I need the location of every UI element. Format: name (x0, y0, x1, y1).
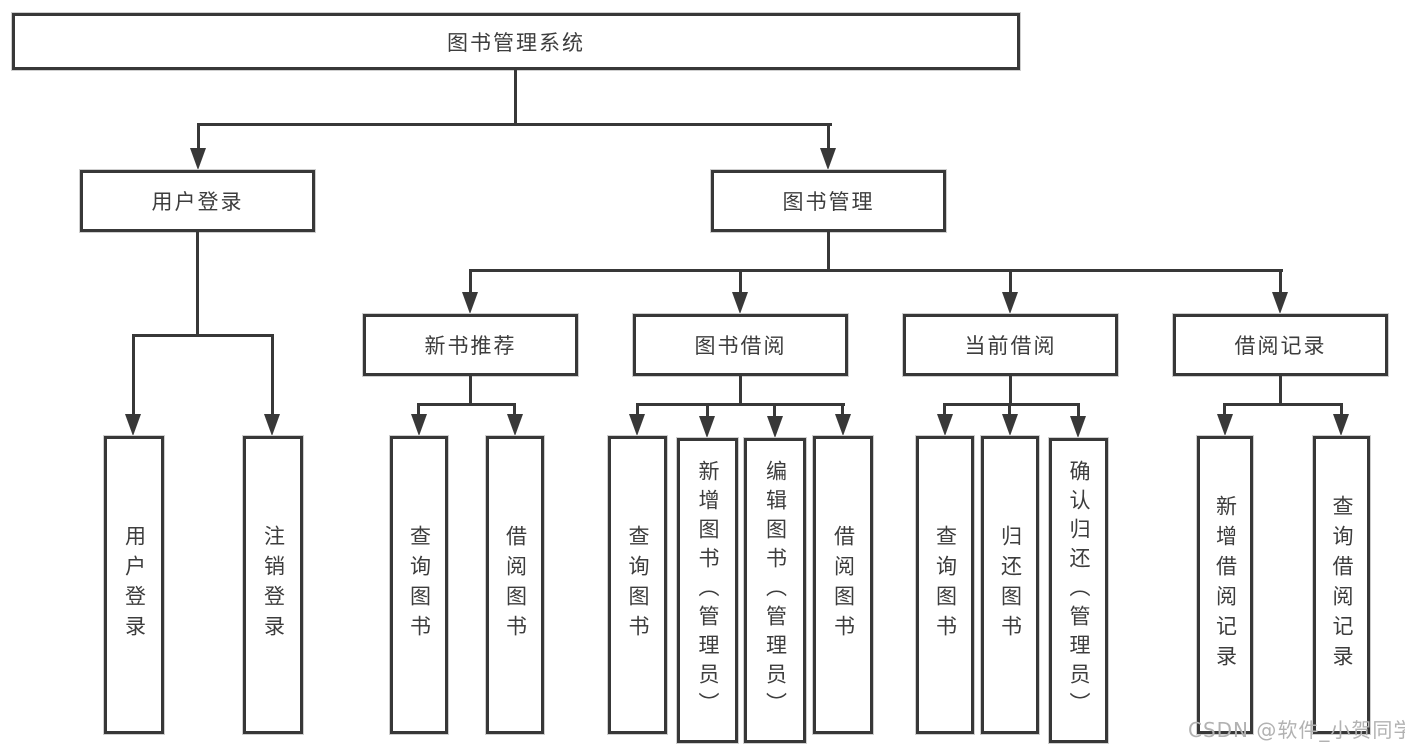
arrowhead-g3-3 (767, 416, 783, 438)
node-borrow-records: 借阅记录 (1173, 314, 1388, 376)
leaf-logout-label: 注销登录 (261, 525, 286, 645)
connector-user-login-rail (132, 334, 274, 337)
connector-g5-stub-1 (1223, 403, 1226, 416)
leaf-rec-borrow-books: 借阅图书 (486, 436, 544, 734)
leaf-borrow-query-books-label: 查询图书 (626, 525, 650, 645)
connector-g4-rail (943, 403, 1080, 406)
connector-g2-rail (417, 403, 516, 406)
connector-g3-stub-3 (773, 403, 776, 416)
node-user-login-label: 用户登录 (151, 190, 244, 214)
arrowhead-book-borrow (732, 292, 748, 314)
connector-g2-stub-2 (513, 403, 516, 416)
connector-g4-stub-3 (1077, 403, 1080, 416)
connector-user-login-trunk (196, 231, 199, 337)
leaf-add-borrow-record-label: 新增借阅记录 (1213, 495, 1238, 675)
leaf-query-borrow-record-label: 查询借阅记录 (1330, 495, 1354, 675)
connector-g2-stub-1 (417, 403, 420, 416)
leaf-confirm-return-admin-label: 确认归还（管理员） (1067, 460, 1091, 721)
connector-g3-trunk (739, 375, 742, 406)
node-book-mgmt-label: 图书管理 (782, 190, 875, 214)
leaf-current-query-books: 查询图书 (916, 436, 974, 734)
leaf-logout: 注销登录 (243, 436, 303, 734)
arrowhead-g5-2 (1333, 414, 1349, 436)
leaf-edit-books-admin-label: 编辑图书（管理员） (763, 460, 788, 721)
leaf-current-query-books-label: 查询图书 (933, 525, 958, 645)
node-borrow-records-label: 借阅记录 (1234, 334, 1327, 358)
arrowhead-g4-2 (1002, 414, 1018, 436)
leaf-confirm-return-admin: 确认归还（管理员） (1049, 438, 1108, 743)
leaf-return-books-label: 归还图书 (998, 525, 1023, 645)
node-current-borrow-label: 当前借阅 (964, 334, 1057, 358)
arrowhead-g4-1 (937, 414, 953, 436)
leaf-rec-query-books-label: 查询图书 (407, 525, 432, 645)
connector-g5-stub-2 (1340, 403, 1343, 416)
connector-stub-borrow-records (1279, 269, 1282, 292)
connector-g3-stub-2 (706, 403, 709, 416)
node-book-borrow-label: 图书借阅 (694, 334, 787, 358)
leaf-query-borrow-record: 查询借阅记录 (1313, 436, 1370, 734)
leaf-return-books: 归还图书 (981, 436, 1039, 734)
leaf-add-borrow-record: 新增借阅记录 (1197, 436, 1253, 734)
node-book-borrow: 图书借阅 (633, 314, 848, 376)
leaf-user-login: 用户登录 (104, 436, 164, 734)
arrowhead-new-book (462, 292, 478, 314)
arrowhead-borrow-records (1272, 292, 1288, 314)
connector-g3-stub-4 (841, 403, 844, 416)
arrowhead-current-borrow (1002, 292, 1018, 314)
arrowhead-g3-2 (699, 416, 715, 438)
node-book-mgmt: 图书管理 (711, 170, 946, 232)
arrowhead-g3-4 (835, 414, 851, 436)
leaf-add-books-admin: 新增图书（管理员） (677, 438, 738, 743)
node-root: 图书管理系统 (12, 13, 1020, 70)
arrowhead-g4-3 (1070, 416, 1086, 438)
arrowhead-g2-2 (507, 414, 523, 436)
connector-g4-stub-1 (943, 403, 946, 416)
connector-book-mgmt-trunk (827, 231, 830, 272)
node-new-book-recommend-label: 新书推荐 (424, 334, 517, 358)
connector-stub-book-borrow (739, 269, 742, 292)
leaf-borrow-query-books: 查询图书 (608, 436, 667, 734)
connector-stub-book-mgmt (827, 123, 830, 151)
leaf-borrow-books: 借阅图书 (813, 436, 873, 734)
connector-g4-trunk (1009, 375, 1012, 406)
leaf-borrow-books-label: 借阅图书 (831, 525, 856, 645)
node-root-label: 图书管理系统 (447, 30, 585, 55)
connector-g2-trunk (469, 375, 472, 406)
leaf-rec-borrow-books-label: 借阅图书 (503, 525, 528, 645)
connector-g4-stub-2 (1008, 403, 1011, 416)
connector-stub-current-borrow (1009, 269, 1012, 292)
leaf-user-login-label: 用户登录 (122, 525, 147, 645)
connector-stub-user-login (197, 123, 200, 151)
connector-g3-rail (636, 403, 845, 406)
csdn-watermark: CSDN @软件_小贺同学 (1188, 718, 1405, 742)
connector-g5-rail (1223, 403, 1343, 406)
connector-level2-rail (197, 123, 832, 126)
connector-g3-stub-1 (636, 403, 639, 416)
connector-g5-trunk (1279, 375, 1282, 406)
node-current-borrow: 当前借阅 (903, 314, 1118, 376)
arrowhead-user-login (190, 148, 206, 170)
connector-stub-leaf-user-login (132, 334, 135, 416)
arrowhead-leaf-logout (264, 414, 280, 436)
arrowhead-g5-1 (1217, 414, 1233, 436)
leaf-edit-books-admin: 编辑图书（管理员） (744, 438, 806, 743)
leaf-add-books-admin-label: 新增图书（管理员） (696, 460, 720, 721)
arrowhead-leaf-user-login (125, 414, 141, 436)
arrowhead-g2-1 (411, 414, 427, 436)
arrowhead-g3-1 (629, 414, 645, 436)
leaf-rec-query-books: 查询图书 (390, 436, 448, 734)
node-user-login: 用户登录 (80, 170, 315, 232)
connector-stub-leaf-logout (271, 334, 274, 416)
node-new-book-recommend: 新书推荐 (363, 314, 578, 376)
arrowhead-book-mgmt (820, 148, 836, 170)
connector-stub-new-book (469, 269, 472, 292)
connector-level3-rail (469, 269, 1283, 272)
connector-root-trunk (514, 70, 517, 126)
